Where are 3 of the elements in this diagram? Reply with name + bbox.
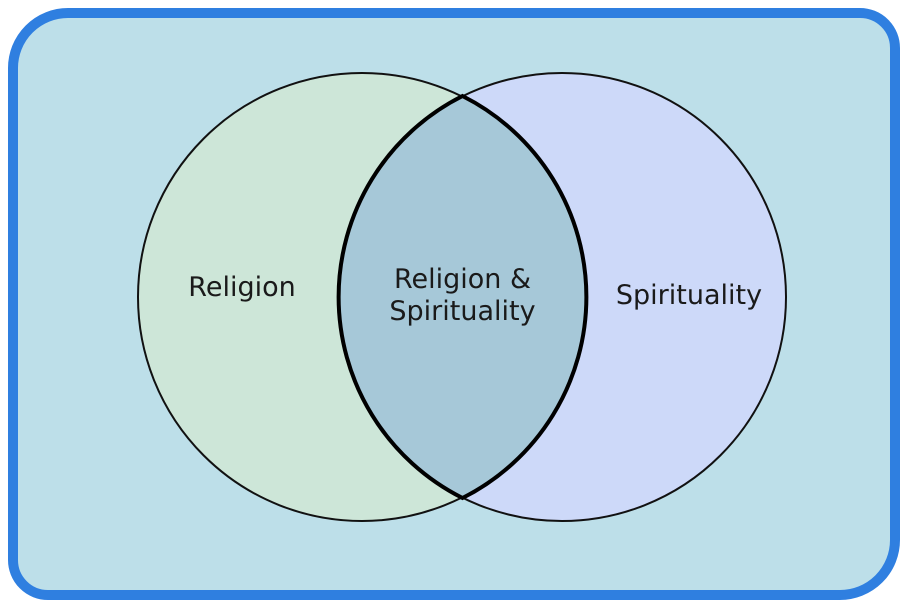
region-label: Religion & Spirituality [388,264,537,328]
region-label: Spirituality [614,280,764,312]
region-label: Religion [187,272,297,304]
